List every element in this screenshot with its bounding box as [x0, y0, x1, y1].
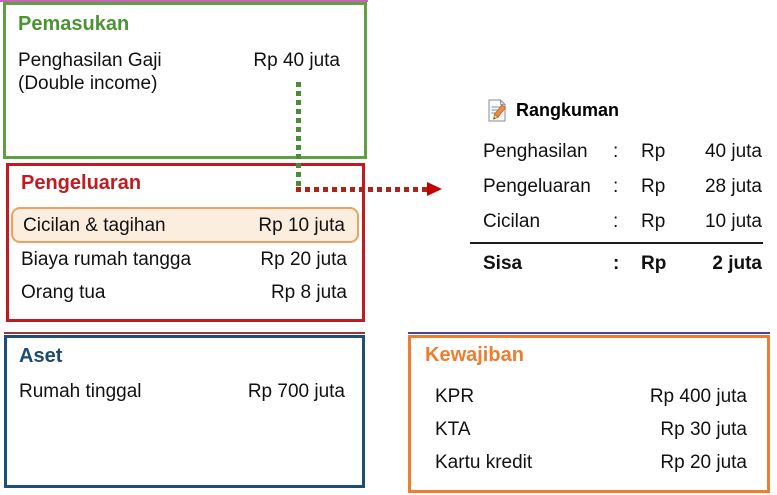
rk-colon: :	[613, 252, 620, 274]
row-label: Cicilan & tagihan	[23, 214, 166, 236]
pemasukan-row-label: Penghasilan Gaji(Double income)	[18, 49, 162, 95]
pengeluaran-rows: Cicilan & tagihan Rp 10 juta Biaya rumah…	[9, 207, 362, 309]
rangkuman-total-row: Sisa : Rp 2 juta	[470, 246, 770, 281]
row-label: KTA	[435, 419, 471, 440]
row-value: Rp 20 juta	[260, 249, 347, 270]
kewajiban-row: KTA Rp 30 juta	[411, 413, 767, 446]
rangkuman-title: Rangkuman	[516, 99, 620, 120]
rk-currency: Rp	[641, 140, 666, 162]
rk-value: 2 juta	[712, 252, 762, 274]
row-label: Biaya rumah tangga	[21, 249, 192, 270]
rangkuman-row: Pengeluaran : Rp 28 juta	[470, 169, 770, 204]
connector-dotted-horizontal	[296, 187, 427, 192]
rangkuman-panel: Rangkuman Penghasilan : Rp 40 juta Penge…	[470, 96, 770, 281]
kewajiban-row: KPR Rp 400 juta	[411, 380, 767, 413]
rangkuman-row: Cicilan : Rp 10 juta	[470, 204, 770, 239]
row-value: Rp 10 juta	[258, 214, 345, 236]
pengeluaran-title: Pengeluaran	[21, 172, 142, 194]
rk-label: Sisa	[483, 252, 523, 274]
rk-value: 40 juta	[704, 140, 762, 162]
rk-label: Cicilan	[483, 210, 541, 232]
row-label: KPR	[435, 386, 475, 407]
kewajiban-edge-artifact-line	[408, 332, 770, 334]
aset-row: Rumah tinggal Rp 700 juta	[19, 380, 345, 403]
rk-label: Pengeluaran	[483, 175, 591, 197]
kewajiban-rows: KPR Rp 400 juta KTA Rp 30 juta Kartu kre…	[411, 380, 767, 479]
kewajiban-row: Kartu kredit Rp 20 juta	[411, 446, 767, 479]
rangkuman-rows: Penghasilan : Rp 40 juta Pengeluaran : R…	[470, 134, 770, 281]
memo-icon	[487, 98, 507, 122]
pemasukan-label-line2: (Double income)	[18, 73, 158, 94]
row-value: Rp 8 juta	[270, 282, 347, 303]
connector-dotted-vertical	[296, 82, 301, 188]
row-value: Rp 700 juta	[247, 381, 345, 402]
pemasukan-row-value: Rp 40 juta	[253, 50, 340, 71]
connector-arrowhead-icon	[427, 182, 442, 196]
kewajiban-title: Kewajiban	[425, 344, 524, 366]
top-edge-artifact-line	[0, 0, 368, 2]
rangkuman-separator	[470, 242, 763, 244]
rk-value: 10 juta	[704, 210, 762, 232]
rk-currency: Rp	[641, 175, 666, 197]
row-value: Rp 30 juta	[660, 419, 747, 440]
pemasukan-box: Pemasukan Penghasilan Gaji(Double income…	[3, 2, 367, 159]
pemasukan-label-line1: Penghasilan Gaji	[18, 50, 162, 71]
row-label: Orang tua	[21, 282, 106, 303]
pengeluaran-row: Orang tua Rp 8 juta	[9, 276, 362, 309]
rangkuman-row: Penghasilan : Rp 40 juta	[470, 134, 770, 169]
rk-label: Penghasilan	[483, 140, 588, 162]
pengeluaran-row-highlighted: Cicilan & tagihan Rp 10 juta	[11, 207, 359, 243]
row-label: Rumah tinggal	[19, 381, 142, 402]
rangkuman-header: Rangkuman	[470, 96, 770, 124]
row-value: Rp 400 juta	[649, 386, 747, 407]
rk-value: 28 juta	[704, 175, 762, 197]
pengeluaran-row: Biaya rumah tangga Rp 20 juta	[9, 243, 362, 276]
aset-title: Aset	[19, 345, 63, 367]
pemasukan-row: Penghasilan Gaji(Double income) Rp 40 ju…	[18, 49, 340, 95]
rk-currency: Rp	[641, 210, 666, 232]
rk-colon: :	[613, 210, 619, 232]
kewajiban-box: Kewajiban KPR Rp 400 juta KTA Rp 30 juta…	[408, 335, 770, 493]
aset-box: Aset Rumah tinggal Rp 700 juta	[4, 335, 365, 488]
rk-colon: :	[613, 175, 619, 197]
row-label: Kartu kredit	[435, 452, 533, 473]
row-value: Rp 20 juta	[660, 452, 747, 473]
rk-colon: :	[613, 140, 619, 162]
aset-edge-artifact-line	[4, 332, 365, 334]
rk-currency: Rp	[641, 252, 667, 274]
pemasukan-title: Pemasukan	[18, 13, 130, 35]
